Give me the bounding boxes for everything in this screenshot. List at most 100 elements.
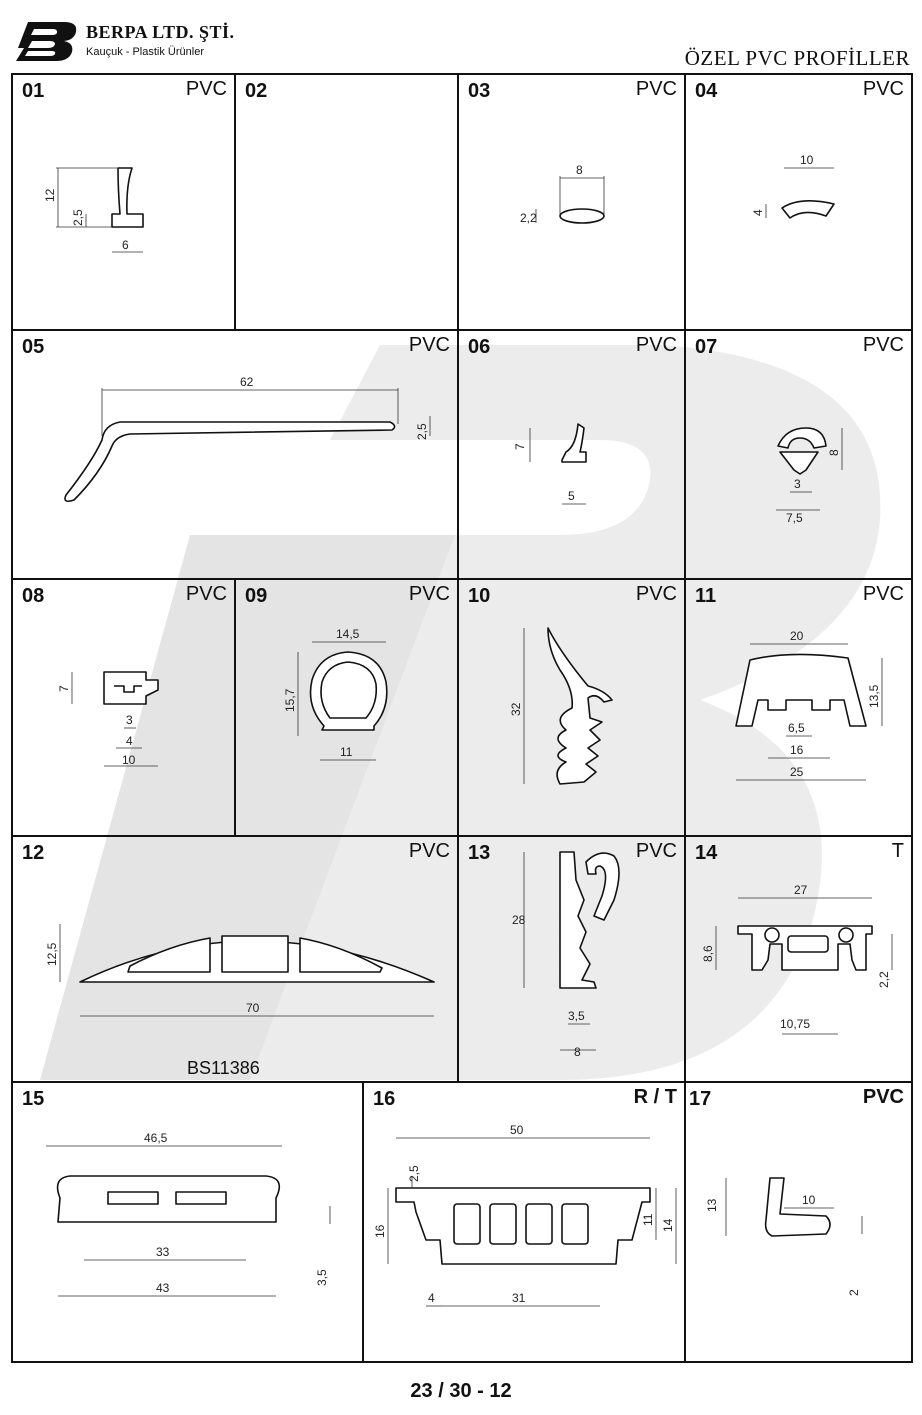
profile-number: 15 bbox=[22, 1088, 45, 1110]
dim-13-width: 8 bbox=[574, 1045, 581, 1059]
profile-material: PVC bbox=[635, 78, 677, 100]
profile-cell-10: 10 PVC bbox=[458, 579, 685, 836]
profile-14-bore-left bbox=[764, 927, 780, 943]
dim-03-width: 8 bbox=[576, 163, 583, 177]
profile-09-inner bbox=[320, 661, 378, 719]
profile-number: 10 bbox=[468, 585, 491, 607]
dim-15-width: 46,5 bbox=[144, 1131, 168, 1145]
profile-cell-01: 01 PVC bbox=[12, 74, 235, 330]
dim-10-height: 32 bbox=[509, 702, 523, 716]
profile-material: PVC bbox=[185, 583, 227, 605]
profile-cell-14: 14 T bbox=[685, 836, 912, 1082]
dim-17-thickness: 2 bbox=[847, 1289, 861, 1296]
dim-17-height: 13 bbox=[705, 1198, 719, 1212]
profile-number: 13 bbox=[468, 842, 491, 864]
profile-number: 09 bbox=[245, 585, 268, 607]
dim-12-width: 70 bbox=[246, 1001, 260, 1015]
dim-13-gap: 3,5 bbox=[568, 1009, 585, 1023]
profile-number: 02 bbox=[245, 80, 268, 102]
profile-07-shape bbox=[777, 427, 827, 449]
profile-number: 04 bbox=[695, 80, 718, 102]
dim-01-flange: 2,5 bbox=[71, 209, 85, 226]
dim-11-width: 25 bbox=[790, 765, 804, 779]
profile-13-hook bbox=[585, 852, 620, 921]
profile-cell-15: 15 bbox=[12, 1082, 363, 1362]
profile-material: T bbox=[891, 840, 904, 862]
dim-04-width: 10 bbox=[800, 153, 814, 167]
profile-number: 07 bbox=[695, 336, 718, 358]
profile-material: PVC bbox=[635, 840, 677, 862]
profile-number: 17 bbox=[689, 1088, 712, 1110]
profile-cell-08: 08 PVC bbox=[12, 579, 235, 836]
dim-11-inner: 16 bbox=[790, 743, 804, 757]
dim-11-top: 20 bbox=[790, 629, 804, 643]
berpa-logo-icon bbox=[16, 22, 77, 61]
profile-cell-03: 03 PVC bbox=[458, 74, 685, 330]
dim-14-inner: 10,75 bbox=[780, 1017, 810, 1031]
dim-17-width: 10 bbox=[802, 1193, 816, 1207]
dim-09-width: 14,5 bbox=[336, 627, 360, 641]
dimension-lines bbox=[46, 167, 893, 1307]
dim-15-height: 3,5 bbox=[315, 1269, 329, 1286]
dim-14-height: 8,6 bbox=[701, 945, 715, 962]
profile-cell-16: 16 R / T bbox=[363, 1082, 685, 1362]
profile-material: R / T bbox=[633, 1086, 677, 1108]
dim-14-foot: 2,2 bbox=[877, 971, 891, 988]
profile-material: PVC bbox=[408, 840, 450, 862]
dim-16-inner-height: 11 bbox=[641, 1213, 655, 1226]
profile-number: 03 bbox=[468, 80, 491, 102]
profile-number: 01 bbox=[22, 80, 45, 102]
dim-08-mid: 4 bbox=[126, 734, 133, 748]
profile-cell-04: 04 PVC bbox=[685, 74, 912, 330]
company-name: BERPA LTD. ŞTİ. bbox=[86, 22, 235, 42]
profile-number: 06 bbox=[468, 336, 491, 358]
profile-material: PVC bbox=[862, 334, 904, 356]
dim-12-height: 12,5 bbox=[45, 942, 59, 966]
profile-14-bore-right bbox=[838, 927, 854, 943]
profile-material: PVC bbox=[635, 583, 677, 605]
profile-05-shape bbox=[64, 421, 396, 502]
profile-material: PVC bbox=[185, 78, 227, 100]
profile-cell-06: 06 PVC bbox=[458, 330, 685, 579]
dimension-labels: 12 2,5 6 8 2,2 10 4 62 2,5 7 5 8 3 7,5 7… bbox=[43, 153, 891, 1305]
profile-14-slot bbox=[787, 935, 829, 953]
dim-13-height: 28 bbox=[512, 913, 526, 927]
profile-cell-12: 12 PVC BS11386 bbox=[12, 836, 458, 1082]
dim-16-lip: 2,5 bbox=[407, 1165, 421, 1182]
profile-material: PVC bbox=[408, 583, 450, 605]
profile-07-base bbox=[779, 451, 819, 475]
dim-11-slot: 6,5 bbox=[788, 721, 805, 735]
dim-16-offset: 4 bbox=[428, 1291, 435, 1305]
profile-16-shape bbox=[395, 1187, 651, 1265]
company-tagline: Kauçuk - Plastik Ürünler bbox=[86, 46, 204, 58]
document-title: ÖZEL PVC PROFİLLER bbox=[684, 46, 910, 70]
profile-number: 08 bbox=[22, 585, 45, 607]
profile-cell-02: 02 bbox=[235, 74, 458, 330]
dim-14-width: 27 bbox=[794, 883, 808, 897]
dim-04-height: 4 bbox=[751, 209, 765, 216]
profile-06-shape bbox=[561, 423, 587, 463]
profile-cell-09: 09 PVC bbox=[235, 579, 458, 836]
dim-06-height: 7 bbox=[513, 443, 527, 450]
profile-16-void-4 bbox=[561, 1203, 589, 1245]
dim-07-height: 8 bbox=[827, 449, 841, 456]
dim-09-base: 11 bbox=[340, 745, 353, 759]
profile-03-shape bbox=[559, 208, 605, 224]
dim-09-height: 15,7 bbox=[283, 688, 297, 712]
dim-16-height: 16 bbox=[373, 1224, 387, 1238]
dim-16-width: 50 bbox=[510, 1123, 524, 1137]
profile-16-void-2 bbox=[489, 1203, 517, 1245]
dim-01-height: 12 bbox=[43, 188, 57, 202]
profile-08-shape bbox=[103, 671, 159, 705]
profile-cell-07: 07 PVC bbox=[685, 330, 912, 579]
profile-number: 14 bbox=[695, 842, 718, 864]
page-code: 23 / 30 - 12 bbox=[410, 1380, 512, 1402]
profile-10-shape bbox=[547, 627, 613, 785]
dim-08-height: 7 bbox=[57, 685, 71, 692]
dim-15-base: 43 bbox=[156, 1281, 170, 1295]
dim-06-width: 5 bbox=[568, 489, 575, 503]
profile-08-teeth bbox=[114, 685, 142, 693]
dim-16-base: 31 bbox=[512, 1291, 526, 1305]
